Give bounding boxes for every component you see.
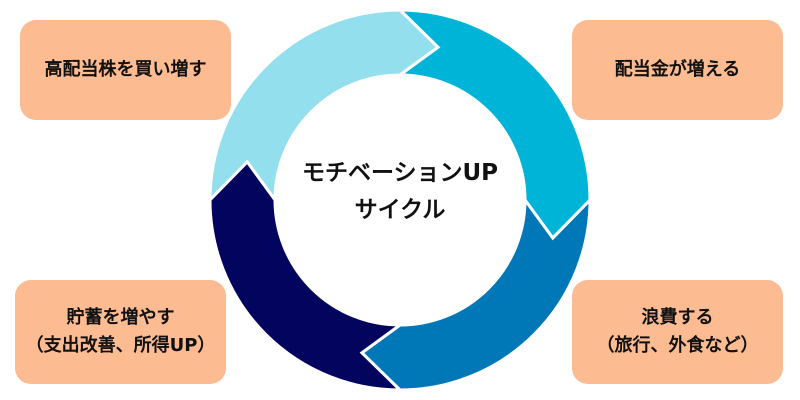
center-circle: [276, 76, 524, 324]
arrow-bottom-left: [208, 159, 405, 392]
step-sublabel: （旅行、外食など）: [596, 335, 759, 356]
center-title: モチベーションUP サイクル: [275, 155, 525, 229]
step-box-spend: 浪費する （旅行、外食など）: [572, 280, 783, 384]
step-box-buy-high-dividend-stocks: 高配当株を買い増す: [20, 20, 231, 120]
step-box-dividends-increase: 配当金が増える: [572, 20, 783, 120]
step-label: 配当金が増える: [614, 59, 741, 80]
step-label: 貯蓄を増やす: [66, 307, 175, 328]
step-label: 浪費する: [641, 307, 714, 328]
step-label: 高配当株を買い増す: [44, 59, 207, 80]
step-sublabel: （支出改善、所得UP）: [25, 335, 216, 356]
center-title-line1: モチベーションUP: [301, 160, 499, 186]
step-box-increase-savings: 貯蓄を増やす （支出改善、所得UP）: [15, 280, 226, 384]
center-title-line2: サイクル: [354, 197, 446, 223]
